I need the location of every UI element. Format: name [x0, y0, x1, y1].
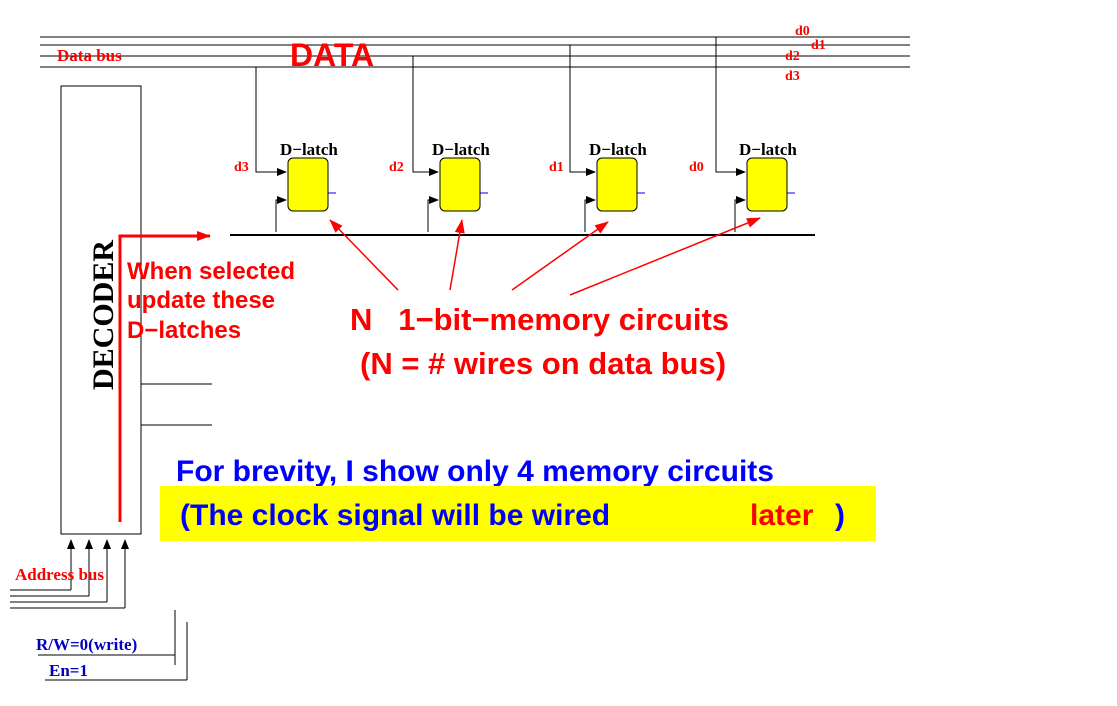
brevity-note: For brevity, I show only 4 memory circui… [176, 455, 774, 488]
clock-note-later: later [750, 499, 814, 532]
data-bus-lines [40, 36, 910, 68]
latch-enable-wire [275, 196, 287, 232]
bus-line-label-d0: d0 [795, 24, 810, 39]
decoder-label: DECODER [87, 240, 120, 390]
latch-enable-wire [734, 196, 746, 232]
when-selected-line-1: When selected [127, 258, 295, 285]
data-input-wire [569, 45, 596, 176]
data-input-wire [255, 67, 287, 176]
data-input-wire [715, 37, 746, 176]
when-selected-line-2: update these [127, 287, 275, 314]
data-bus-label: Data bus [57, 46, 122, 65]
d-latch: D−latch d0 [689, 37, 797, 232]
latch-title: D−latch [432, 140, 490, 159]
latch-input-label: d2 [389, 160, 404, 175]
control-lines [38, 610, 188, 681]
bus-line-label-d3: d3 [785, 69, 800, 84]
latch-input-label: d0 [689, 160, 704, 175]
d-latch: D−latch d2 [389, 56, 490, 232]
clock-note-prefix: (The clock signal will be wired [180, 499, 610, 532]
pointer-arrow [511, 221, 609, 291]
latch-title: D−latch [739, 140, 797, 159]
memory-circuits-note: (N = # wires on data bus) [360, 346, 726, 381]
memory-circuit-pointers [329, 217, 761, 296]
en-label: En=1 [49, 661, 88, 680]
latch-box [596, 157, 638, 212]
latch-title: D−latch [589, 140, 647, 159]
clock-note-suffix: ) [835, 499, 845, 532]
latch-box [287, 157, 329, 212]
pointer-arrow [569, 217, 761, 296]
latch-title: D−latch [280, 140, 338, 159]
bus-line-label-d2: d2 [785, 49, 800, 64]
clock-note-highlight [160, 486, 876, 541]
memory-circuits-label: N 1−bit−memory circuits [350, 302, 729, 337]
latch-box [439, 157, 481, 212]
bus-line-label-d1: d1 [811, 38, 826, 53]
address-bus-lines [10, 539, 129, 609]
d-latch: D−latch d1 [549, 45, 647, 232]
latch-input-label: d1 [549, 160, 564, 175]
latch-box [746, 157, 788, 212]
when-selected-line-3: D−latches [127, 317, 241, 344]
data-title: DATA [290, 37, 374, 73]
d-latch: D−latch d3 [234, 67, 338, 232]
select-arrow [118, 231, 211, 522]
pointer-arrow [329, 219, 399, 291]
latch-enable-wire [427, 196, 439, 232]
decoder-block [60, 85, 142, 535]
data-input-wire [412, 56, 439, 176]
latch-enable-wire [584, 196, 596, 232]
pointer-arrow [449, 219, 465, 291]
rw-label: R/W=0(write) [36, 635, 137, 654]
latch-input-label: d3 [234, 160, 249, 175]
address-bus-label: Address bus [15, 565, 104, 584]
